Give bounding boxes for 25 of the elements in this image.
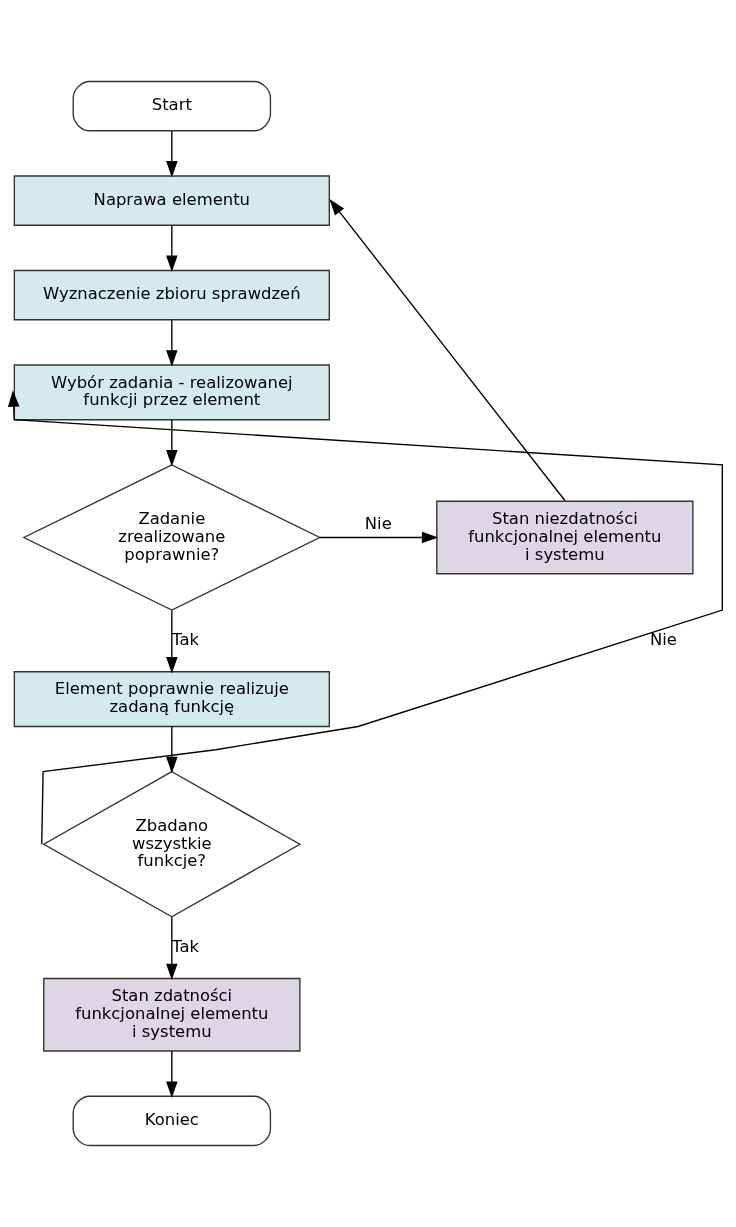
node-box: Stan niezdatności funkcjonalnej elementu i systemu [436,500,694,575]
arrow [166,609,178,674]
arrow [166,224,178,272]
node-box: Wyznaczenie zbioru sprawdzeń [13,269,330,321]
arrow [329,199,566,502]
arrow [166,419,178,467]
node-box: Stan zdatności funkcjonalnej elementu i systemu [43,977,301,1052]
node-diamond: Zadanie zrealizowane poprawnie? [22,464,322,611]
edge-label: Tak [172,630,199,650]
node-box: Start [72,80,272,132]
edge-label: Tak [172,936,199,956]
node-box: Naprawa elementu [13,175,330,226]
arrow [166,130,178,178]
node-box: Wybór zadania - realizowanej funkcji przez element [13,364,330,421]
arrow [319,531,439,544]
arrow [166,725,178,774]
arrow [166,319,178,367]
edge-label: Nie [364,513,392,533]
arrow [166,1050,178,1098]
arrow [8,390,724,845]
arrow [166,916,178,981]
edge-label: Nie [649,630,677,650]
node-box: Element poprawnie realizuje zadaną funkcję [13,671,330,728]
node-diamond: Zbadano wszystkie funkcje? [42,770,302,918]
node-box: Koniec [72,1095,272,1147]
